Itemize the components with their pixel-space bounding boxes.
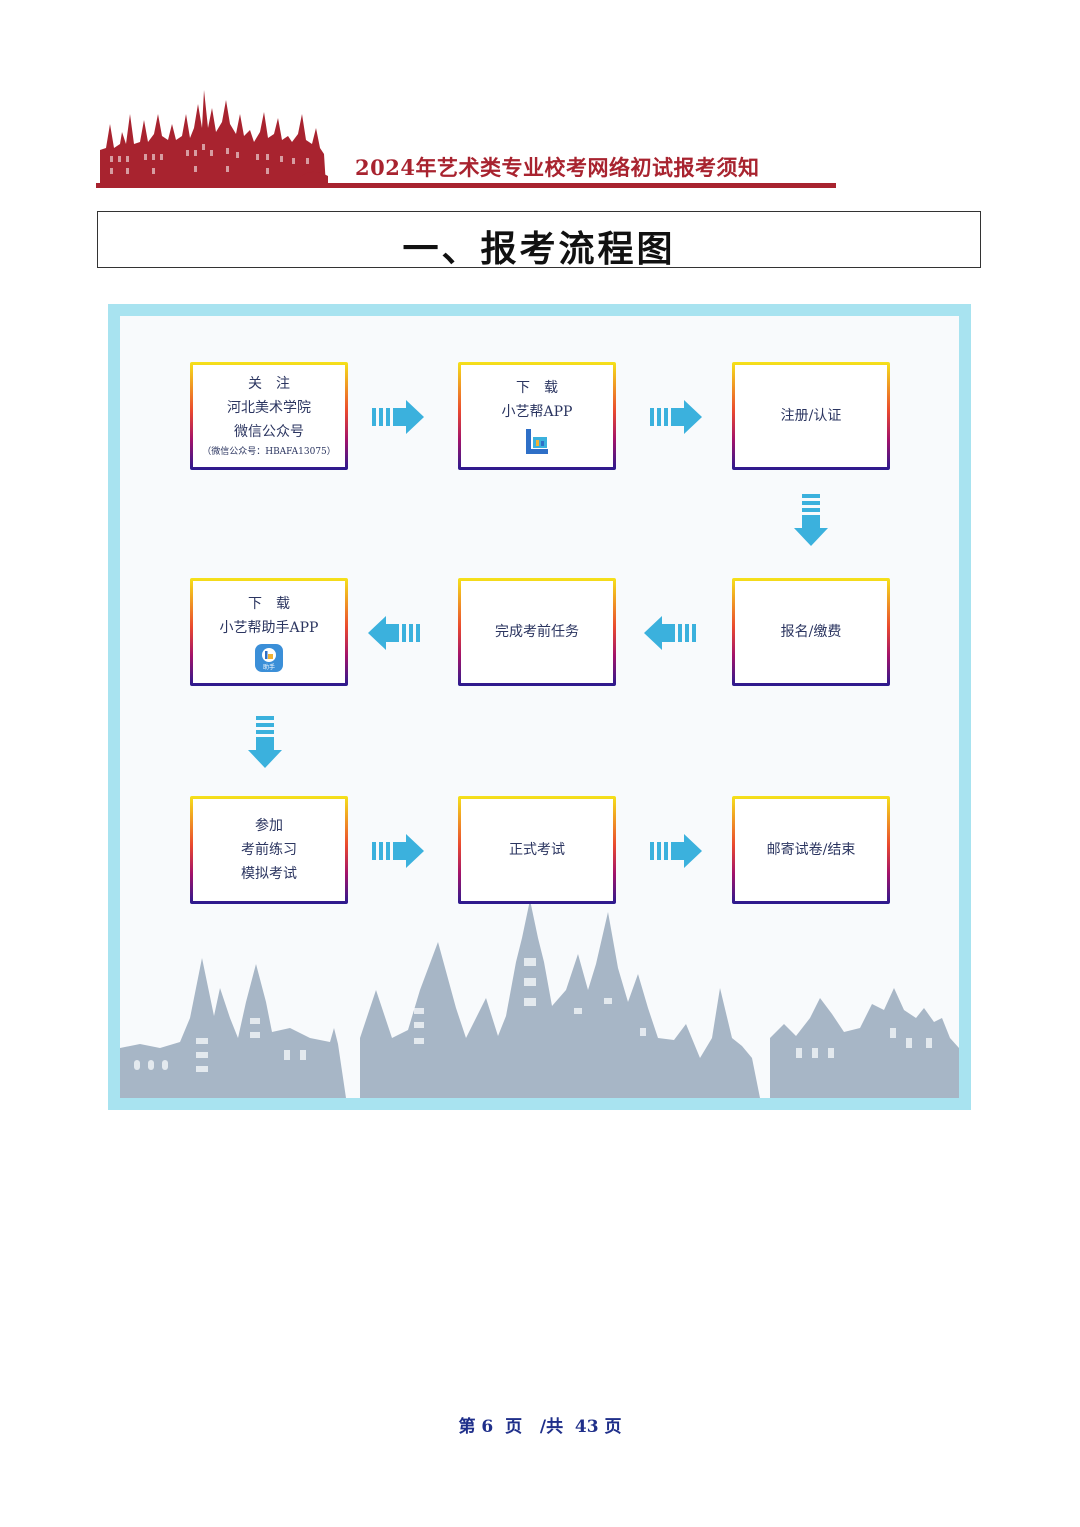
arrow-left-icon xyxy=(644,616,696,650)
step-label: 下 载 xyxy=(248,595,290,612)
step-label: 报名/缴费 xyxy=(780,624,842,640)
step-register-verify: 注册/认证 xyxy=(732,362,890,470)
flowchart-canvas: 关 注 河北美术学院 微信公众号 （微信公众号：HBAFA13075） 下 载 … xyxy=(120,316,959,1098)
arrow-right-icon xyxy=(372,834,424,868)
arrow-right-icon xyxy=(372,400,424,434)
arrow-left-icon xyxy=(368,616,420,650)
step-label: 正式考试 xyxy=(509,842,565,858)
arrow-right-icon xyxy=(650,400,702,434)
step-follow-wechat: 关 注 河北美术学院 微信公众号 （微信公众号：HBAFA13075） xyxy=(190,362,348,470)
page-number: 第 6 页 /共 43 页 xyxy=(458,1417,622,1437)
step-label: 小艺帮APP xyxy=(501,403,573,420)
step-label: 下 载 xyxy=(516,379,558,396)
header-title: 2024年艺术类专业校考网络初试报考须知 xyxy=(355,155,760,180)
castle-skyline-illustration xyxy=(120,900,959,1098)
xiaoyibang-app-icon xyxy=(526,428,548,454)
flowchart-frame: 关 注 河北美术学院 微信公众号 （微信公众号：HBAFA13075） 下 载 … xyxy=(108,304,971,1110)
arrow-down-icon xyxy=(794,494,828,546)
step-download-assistant: 下 载 小艺帮助手APP 助手 xyxy=(190,578,348,686)
step-pre-exam-tasks: 完成考前任务 xyxy=(458,578,616,686)
step-label: 邮寄试卷/结束 xyxy=(766,842,856,858)
section-title-box: 一、报考流程图 xyxy=(97,211,981,270)
step-label: 微信公众号 xyxy=(234,424,304,440)
assistant-icon-label: 助手 xyxy=(263,663,275,671)
step-label: 小艺帮助手APP xyxy=(219,619,319,636)
step-label: 模拟考试 xyxy=(241,866,297,882)
step-mail-papers-end: 邮寄试卷/结束 xyxy=(732,796,890,904)
step-practice-mock-exam: 参加 考前练习 模拟考试 xyxy=(190,796,348,904)
arrow-right-icon xyxy=(650,834,702,868)
step-label: 关 注 xyxy=(248,376,290,392)
step-label: 注册/认证 xyxy=(780,408,842,424)
section-title: 一、报考流程图 xyxy=(402,229,676,270)
step-label: 参加 xyxy=(255,818,283,834)
step-download-xiaoyibang: 下 载 小艺帮APP xyxy=(458,362,616,470)
step-formal-exam: 正式考试 xyxy=(458,796,616,904)
step-label: 考前练习 xyxy=(241,842,297,858)
step-label: 完成考前任务 xyxy=(495,624,579,640)
step-label: 河北美术学院 xyxy=(227,400,311,416)
step-apply-pay: 报名/缴费 xyxy=(732,578,890,686)
wechat-account-note: （微信公众号：HBAFA13075） xyxy=(202,447,336,457)
arrow-down-icon xyxy=(248,716,282,768)
xiaoyibang-assistant-app-icon: 助手 xyxy=(255,643,283,672)
header-rule xyxy=(96,183,836,188)
